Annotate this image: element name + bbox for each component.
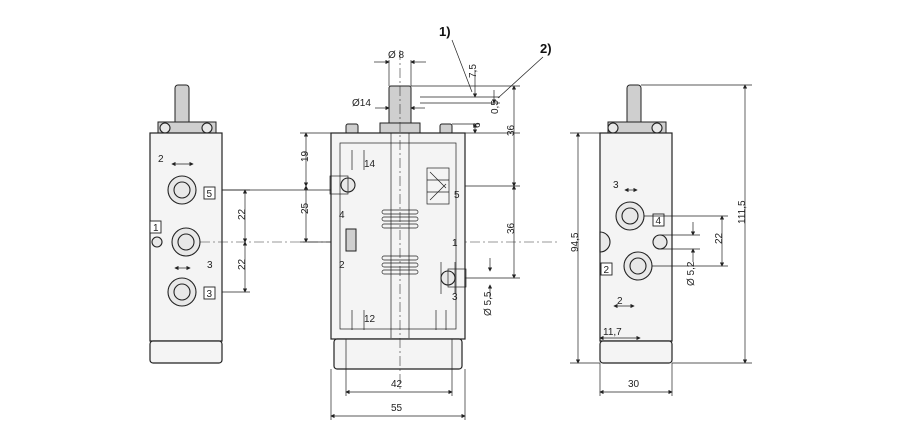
left-port-label-3: 3 bbox=[207, 289, 213, 300]
left-port-label-1: 1 bbox=[153, 223, 159, 234]
callout-1: 1) bbox=[439, 24, 451, 39]
left-dim-22b: 22 bbox=[237, 258, 248, 270]
center-port-5: 5 bbox=[454, 190, 460, 201]
left-dim-2: 2 bbox=[158, 154, 164, 165]
center-port-4: 4 bbox=[339, 210, 345, 221]
center-dim-dia14: Ø14 bbox=[352, 98, 371, 109]
right-dim-3: 3 bbox=[613, 180, 619, 191]
center-dim-55: 55 bbox=[391, 403, 403, 414]
center-port-3: 3 bbox=[452, 292, 458, 303]
center-dim-0-5: 0,5 bbox=[490, 100, 501, 114]
right-dim-22: 22 bbox=[714, 232, 725, 244]
center-dim-7-5: 7,5 bbox=[468, 64, 479, 78]
left-port-5 bbox=[167, 175, 197, 205]
right-dim-dia5-2: Ø 5,2 bbox=[686, 261, 697, 286]
left-dim-22a: 22 bbox=[237, 208, 248, 220]
right-port-label-4: 4 bbox=[656, 216, 662, 227]
right-port-2 bbox=[623, 251, 653, 281]
right-dim-2: 2 bbox=[617, 296, 623, 307]
right-dim-111-5: 111,5 bbox=[737, 200, 748, 224]
center-port-1: 1 bbox=[452, 238, 458, 249]
center-view: 14 4 5 1 2 3 12 Ø 8 Ø14 7,5 0,5 6 36 36 bbox=[300, 50, 520, 420]
right-dim-94-5: 94,5 bbox=[570, 232, 581, 252]
center-dim-36b: 36 bbox=[506, 222, 517, 234]
center-dim-6: 6 bbox=[472, 122, 483, 128]
center-dim-19: 19 bbox=[300, 150, 311, 162]
center-port-12: 12 bbox=[364, 314, 376, 325]
right-port-label-2: 2 bbox=[604, 265, 610, 276]
left-dim-3: 3 bbox=[207, 260, 213, 271]
left-port-label-5: 5 bbox=[207, 189, 213, 200]
valve-symbol bbox=[426, 167, 450, 205]
center-port-14: 14 bbox=[364, 159, 376, 170]
center-dim-dia8: Ø 8 bbox=[388, 50, 405, 61]
center-dim-25: 25 bbox=[300, 202, 311, 214]
right-dim-30: 30 bbox=[628, 379, 640, 390]
left-view: 5 1 3 2 3 22 22 bbox=[149, 84, 250, 364]
center-port-2: 2 bbox=[339, 260, 345, 271]
center-dim-36a: 36 bbox=[506, 124, 517, 136]
right-view: 4 2 3 2 11,7 22 Ø 5,2 94,5 111,5 30 bbox=[570, 84, 752, 396]
spool-rings bbox=[381, 209, 419, 275]
right-dim-11-7: 11,7 bbox=[603, 327, 622, 338]
center-dim-dia5-5: Ø 5,5 bbox=[483, 291, 494, 316]
left-port-1 bbox=[171, 227, 201, 257]
callout-2: 2) bbox=[540, 41, 552, 56]
center-dim-42: 42 bbox=[391, 379, 403, 390]
left-port-3 bbox=[167, 277, 197, 307]
callouts: 1) 2) bbox=[439, 24, 552, 99]
right-port-4 bbox=[615, 201, 645, 231]
